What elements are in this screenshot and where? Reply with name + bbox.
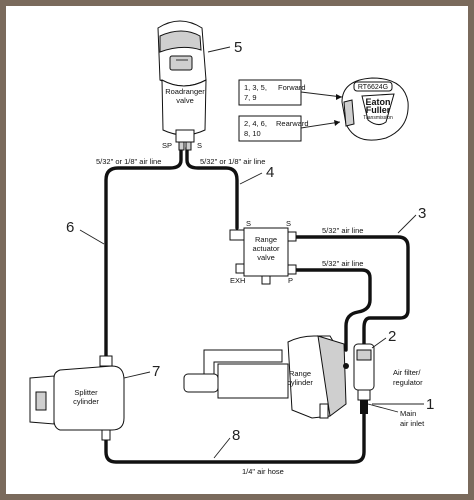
range-cylinder-label-line2: cylinder [287, 378, 313, 387]
callout-6: 6 [66, 219, 74, 236]
air-filter-regulator [353, 343, 375, 414]
range-cylinder [183, 335, 349, 419]
callout-2-leader [371, 337, 387, 349]
callout-2: 2 [388, 328, 396, 345]
roadranger-valve [157, 20, 207, 151]
rearward-label: Rearward [276, 119, 309, 128]
logo-brand-line1: Eaton [365, 97, 390, 107]
range-valve-label-line1: Range [255, 235, 277, 244]
splitter-label-line2: cylinder [73, 397, 99, 406]
rearward-gears-line2: 8, 10 [244, 129, 261, 138]
splitter-label-line1: Splitter [74, 388, 98, 397]
range-valve-port-s-left: S [246, 219, 251, 228]
inlet-label-line1: Main [400, 409, 416, 418]
hose-label-right: 5/32" or 1/8" air line [200, 157, 265, 166]
eaton-fuller-knob [341, 77, 409, 141]
forward-label: Forward [278, 83, 306, 92]
filter-label-line2: regulator [393, 378, 423, 387]
callout-3: 3 [418, 205, 426, 222]
callout-6-leader [79, 229, 105, 245]
inlet-leader [367, 403, 399, 413]
hose-main-air [104, 398, 366, 464]
hose-s-to-range-valve [185, 146, 239, 230]
range-valve-port-exh: EXH [230, 276, 245, 285]
port-sp-label: SP [162, 141, 172, 150]
callout-8: 8 [232, 427, 240, 444]
range-valve-label-line3: valve [257, 253, 275, 262]
callout-4: 4 [266, 164, 274, 181]
range-cylinder-label-line1: Range [289, 369, 311, 378]
filter-label-line1: Air filter/ [393, 368, 421, 377]
splitter-cylinder [29, 355, 125, 441]
hose-label-lower: 5/32" air line [322, 259, 363, 268]
forward-gears-line1: 1, 3, 5, [244, 83, 267, 92]
range-valve-label-line2: actuator [252, 244, 280, 253]
hose-label-left: 5/32" or 1/8" air line [96, 157, 161, 166]
hose-label-upper: 5/32" air line [322, 226, 363, 235]
range-actuator-valve [229, 227, 297, 285]
rearward-arrow [300, 121, 341, 129]
roadranger-label-line2: valve [176, 96, 194, 105]
callout-5-leader [207, 46, 231, 53]
logo-model-code: RT6624G [358, 84, 388, 91]
forward-gears-line2: 7, 9 [244, 93, 257, 102]
logo-brand-line3: Transmission [363, 115, 393, 121]
range-valve-port-p: P [288, 276, 293, 285]
logo-brand-line2: Fuller [366, 105, 391, 115]
hose-label-air-hose: 1/4" air hose [242, 467, 284, 476]
callout-4-leader [239, 172, 263, 185]
callout-8-leader [213, 437, 231, 459]
port-s-label: S [197, 141, 202, 150]
callout-3-leader [397, 214, 417, 234]
callout-7-leader [123, 371, 151, 379]
callout-1: 1 [426, 396, 434, 413]
rearward-gears-line1: 2, 4, 6, [244, 119, 267, 128]
hose-valve-to-range-cylinder [293, 268, 372, 352]
roadranger-label-line1: Roadranger [165, 87, 205, 96]
callout-7: 7 [152, 363, 160, 380]
rearward-gears-box: 2, 4, 6, 8, 10 Rearward [238, 115, 309, 142]
model-code-tag [353, 81, 393, 92]
hose-sp-to-splitter [104, 146, 183, 360]
air-hoses [104, 146, 410, 464]
inlet-label-line2: air inlet [400, 419, 425, 428]
range-valve-port-s-right: S [286, 219, 291, 228]
forward-gears-box: 1, 3, 5, 7, 9 Forward [238, 79, 306, 106]
callout-5: 5 [234, 39, 242, 56]
forward-arrow [300, 91, 343, 98]
hose-valve-to-filter [293, 235, 410, 347]
